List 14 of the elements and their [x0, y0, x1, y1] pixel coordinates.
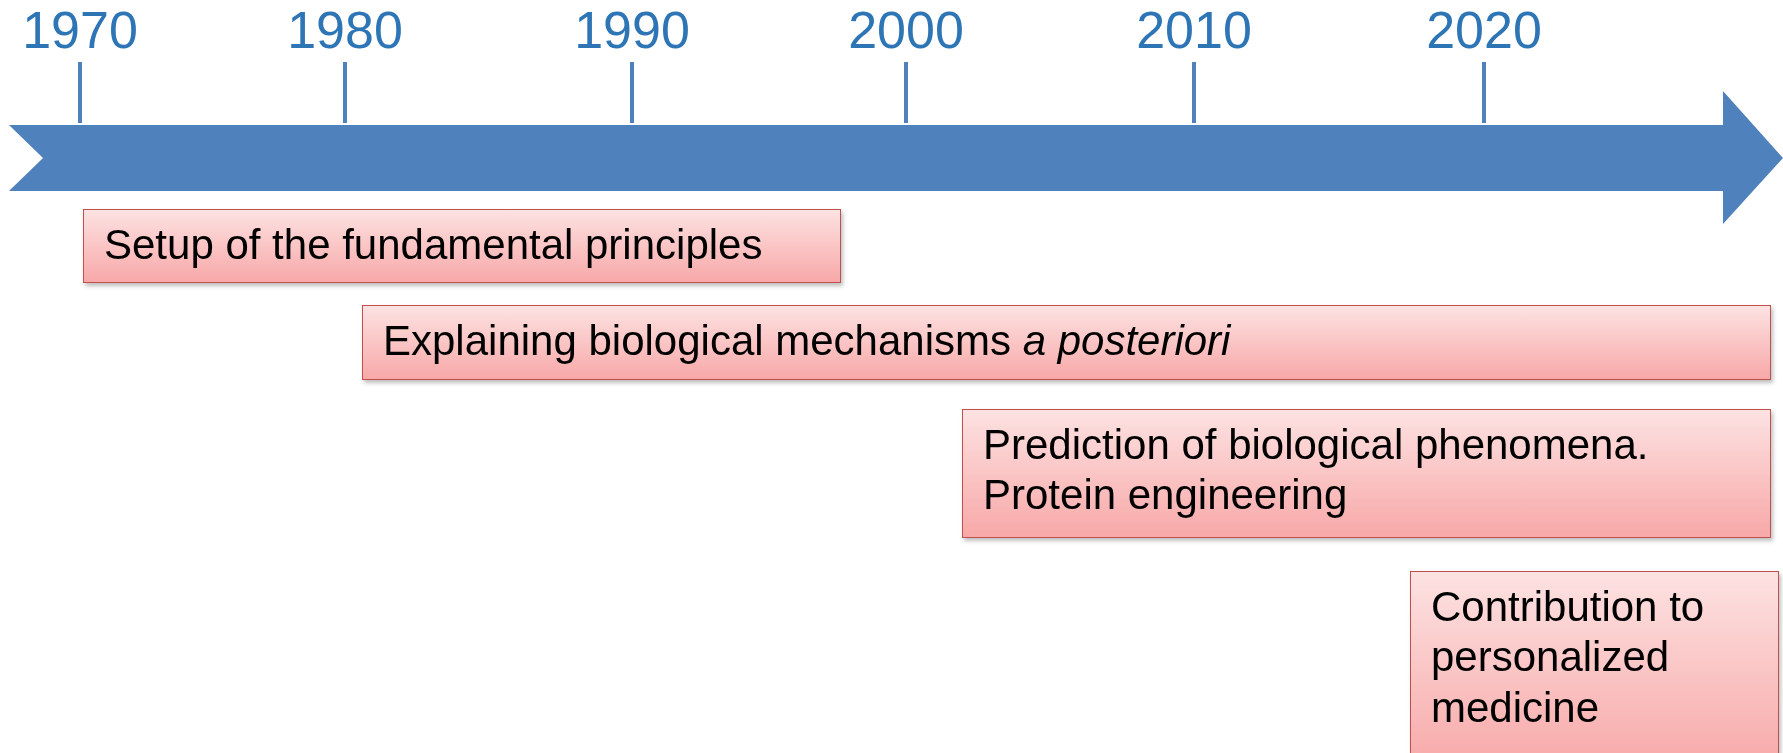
year-label: 1980 [287, 2, 403, 60]
year-label: 1970 [22, 2, 138, 60]
year-label: 2010 [1136, 2, 1252, 60]
year-label: 2020 [1426, 2, 1542, 60]
period-text: Setup of the fundamental principles [104, 220, 764, 270]
period-box [1410, 571, 1779, 753]
period-box [83, 209, 841, 283]
period-text: Prediction of biological phenomena. Protein engineering [983, 420, 1650, 521]
year-label: 1990 [574, 2, 690, 60]
period-box [362, 305, 1771, 380]
year-label: 2000 [848, 2, 964, 60]
period-box [962, 409, 1771, 538]
period-text: Explaining biological mechanisms a posteriori [383, 316, 1233, 366]
period-text: Contribution to personalized medicine [1431, 582, 1706, 733]
